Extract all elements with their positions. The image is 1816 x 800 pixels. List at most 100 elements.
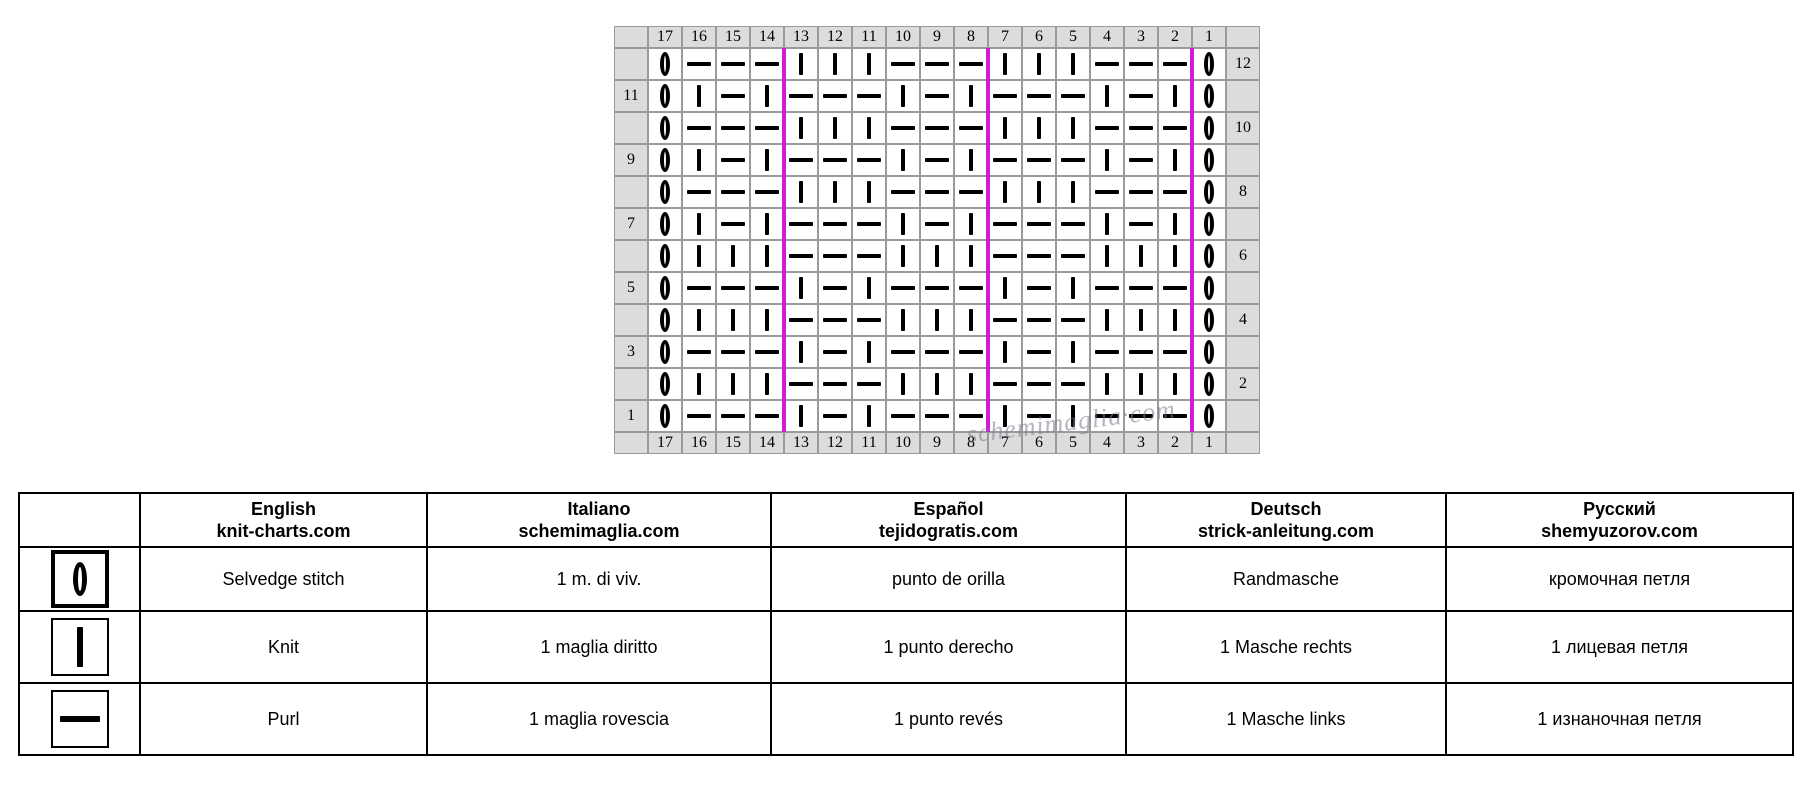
pattern-repeat-line [1190,48,1194,432]
legend-label: Selvedge stitch [139,546,428,612]
knit-icon [901,149,905,171]
purl-icon [1027,254,1051,258]
purl-stitch [1124,80,1158,112]
row-number [1226,144,1260,176]
purl-stitch [1056,208,1090,240]
knit-icon [1105,85,1109,107]
purl-icon [925,414,949,418]
knit-stitch [886,208,920,240]
purl-stitch [1124,208,1158,240]
row-number: 12 [1226,48,1260,80]
purl-stitch [920,336,954,368]
purl-icon [1027,158,1051,162]
purl-stitch [954,272,988,304]
purl-stitch [716,112,750,144]
legend-symbol-cell [18,610,141,684]
knit-icon [1003,181,1007,203]
knit-icon [731,245,735,267]
purl-icon [789,318,813,322]
row-number [1226,272,1260,304]
purl-stitch [1022,400,1056,432]
selvedge-stitch [1192,112,1226,144]
purl-stitch [988,80,1022,112]
purl-icon [891,350,915,354]
knit-icon [969,149,973,171]
purl-stitch [1056,144,1090,176]
purl-icon [823,318,847,322]
knit-icon [935,245,939,267]
row-number [1226,400,1260,432]
knit-stitch [682,144,716,176]
knit-icon [901,85,905,107]
purl-stitch [1158,48,1192,80]
knit-stitch [852,400,886,432]
knit-stitch [988,272,1022,304]
purl-icon [721,62,745,66]
legend-symbol-cell [18,546,141,612]
purl-stitch [1158,112,1192,144]
knit-stitch [818,176,852,208]
purl-stitch [716,336,750,368]
knit-stitch [682,80,716,112]
selvedge-stitch [648,48,682,80]
purl-icon [789,158,813,162]
selvedge-stitch [1192,144,1226,176]
row-number: 3 [614,336,648,368]
knit-stitch [954,368,988,400]
legend-label: 1 maglia rovescia [426,682,772,756]
selvedge-stitch-icon [1204,372,1214,396]
knit-icon [1071,277,1075,299]
selvedge-stitch [1192,400,1226,432]
corner-top-left [614,26,648,48]
purl-stitch [1158,176,1192,208]
purl-icon [857,382,881,386]
knit-icon [1139,245,1143,267]
purl-stitch [1022,336,1056,368]
knit-icon [1003,405,1007,427]
knit-stitch [1022,48,1056,80]
knit-icon [1173,373,1177,395]
corner-bottom-left [614,432,648,454]
purl-stitch [682,176,716,208]
knit-stitch [784,112,818,144]
knit-icon [765,373,769,395]
purl-stitch [920,176,954,208]
purl-stitch [818,144,852,176]
purl-stitch [750,112,784,144]
purl-icon [925,222,949,226]
knit-icon [969,213,973,235]
knit-stitch [1090,368,1124,400]
purl-stitch [682,272,716,304]
knit-icon [1173,245,1177,267]
corner-top-right [1226,26,1260,48]
purl-stitch [1124,112,1158,144]
column-number: 5 [1056,432,1090,454]
purl-icon [755,62,779,66]
row-number: 6 [1226,240,1260,272]
purl-stitch [682,336,716,368]
column-number: 10 [886,432,920,454]
purl-stitch [920,80,954,112]
knit-icon [901,245,905,267]
knit-icon [867,405,871,427]
row-number: 8 [1226,176,1260,208]
legend-label: Randmasche [1125,546,1447,612]
selvedge-stitch [648,112,682,144]
purl-icon [1027,222,1051,226]
knit-stitch [750,80,784,112]
knit-icon [1037,53,1041,75]
purl-stitch [988,208,1022,240]
purl-stitch [716,272,750,304]
knit-icon [969,85,973,107]
knit-stitch [920,304,954,336]
purl-icon [1027,318,1051,322]
knit-icon [799,53,803,75]
purl-icon [755,126,779,130]
column-number: 2 [1158,26,1192,48]
purl-stitch [818,208,852,240]
legend-symbol-header [18,492,141,548]
row-number: 10 [1226,112,1260,144]
purl-icon [959,126,983,130]
knit-stitch [852,336,886,368]
knit-stitch [1090,208,1124,240]
